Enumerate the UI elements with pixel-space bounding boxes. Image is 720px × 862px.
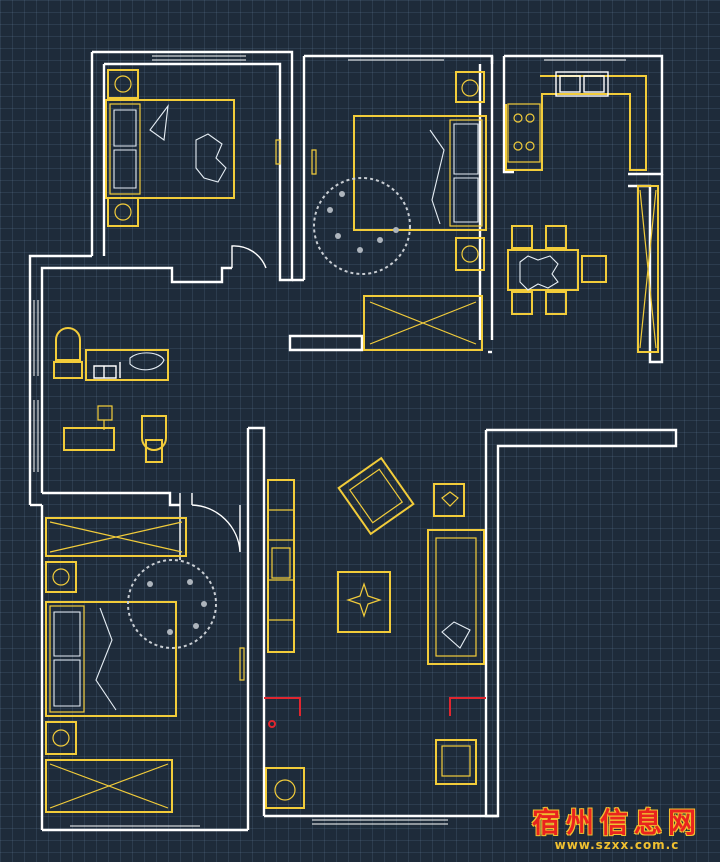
doors	[191, 139, 317, 681]
shoe-cabinet	[265, 767, 305, 809]
stove	[507, 103, 541, 163]
dining-table	[507, 249, 579, 291]
round-rug	[313, 177, 411, 275]
master-bedroom	[313, 71, 487, 351]
nightstand	[107, 197, 139, 227]
living-room	[264, 456, 486, 809]
nightstand	[45, 561, 77, 593]
bathtub	[63, 427, 115, 451]
dresser	[45, 759, 173, 813]
armchair	[435, 739, 477, 785]
sofa	[427, 529, 485, 665]
washbasin	[85, 349, 169, 381]
windows	[29, 55, 663, 831]
bed-3	[45, 601, 177, 717]
watermark-name: 宿州信息网	[531, 806, 702, 839]
cabinet	[637, 185, 659, 353]
chair	[511, 291, 533, 315]
bedroom-1	[105, 69, 235, 227]
chair	[511, 225, 533, 249]
counter	[505, 75, 647, 171]
wardrobe	[45, 517, 187, 557]
tv-cabinet	[267, 479, 295, 653]
nightstand	[107, 69, 139, 99]
kitchen	[505, 71, 659, 353]
toilet	[53, 327, 83, 379]
bedroom-3	[45, 517, 217, 813]
side-table	[433, 483, 465, 517]
coffee-table	[337, 571, 391, 633]
toilet	[141, 415, 167, 463]
watermark-logo: 宿州信息网 www.szxx.com.c	[531, 806, 702, 853]
nightstand	[455, 71, 485, 103]
chair	[581, 255, 607, 283]
bed-1	[105, 99, 235, 199]
nightstand	[45, 721, 77, 755]
sink	[555, 71, 609, 97]
chair	[545, 225, 567, 249]
round-rug	[127, 559, 217, 649]
entry-marker	[449, 697, 486, 716]
chair	[545, 291, 567, 315]
watermark-url: www.szxx.com.c	[554, 838, 680, 852]
nightstand	[455, 237, 485, 271]
armchair	[337, 456, 415, 536]
entry-marker	[264, 697, 301, 716]
bed-master	[353, 115, 487, 231]
wardrobe	[363, 295, 483, 351]
bathroom	[53, 327, 169, 463]
